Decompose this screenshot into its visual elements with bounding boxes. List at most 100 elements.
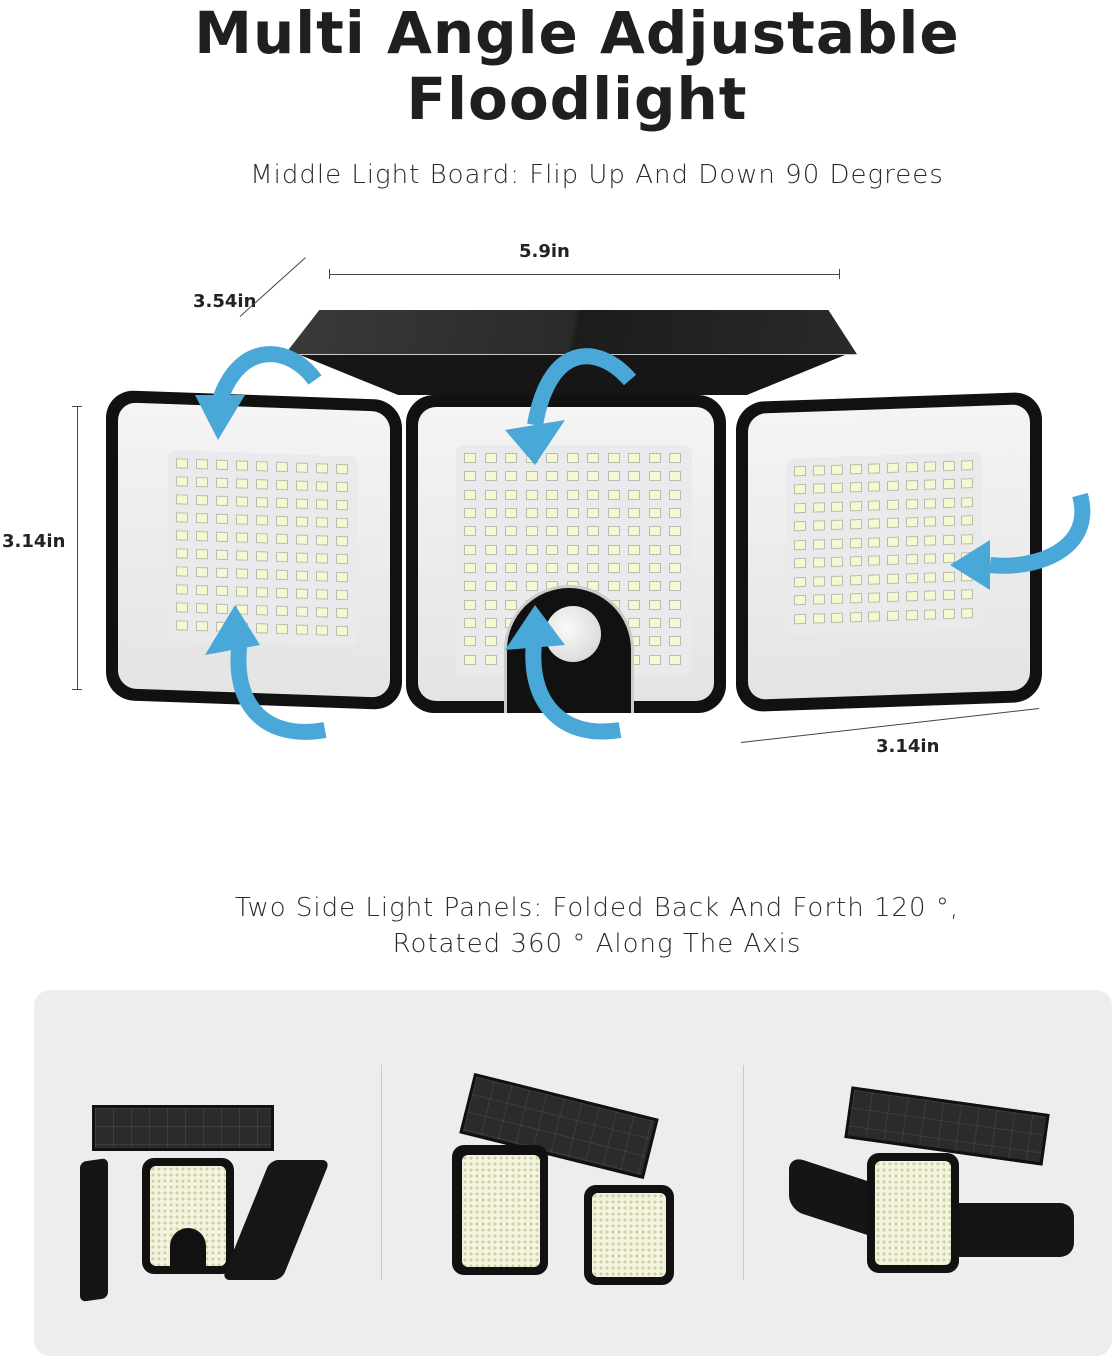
led-chip: [669, 507, 682, 518]
height-tick-bottom: [72, 689, 82, 690]
floodlight-product-image: [106, 310, 1091, 740]
led-chip: [924, 479, 937, 491]
led-chip: [794, 521, 806, 532]
led-chip: [831, 501, 844, 512]
width-label: 5.9in: [519, 241, 570, 262]
led-chip: [905, 535, 918, 547]
led-chip: [587, 507, 600, 518]
led-chip: [924, 498, 937, 509]
led-chip: [868, 537, 881, 548]
led-chip: [505, 526, 518, 537]
led-chip: [849, 519, 862, 530]
led-chip: [812, 538, 825, 550]
led-chip: [464, 471, 476, 482]
left-side-panel: [80, 1158, 108, 1302]
led-chip: [336, 553, 348, 565]
led-chip: [868, 555, 881, 566]
led-chip: [464, 581, 476, 592]
led-chip: [216, 495, 228, 507]
led-chip: [464, 507, 476, 518]
led-chip: [256, 587, 268, 598]
led-chip: [236, 586, 248, 597]
subtitle: Middle Light Board: Flip Up And Down 90 …: [250, 160, 944, 190]
led-chip: [316, 535, 328, 546]
led-chip: [505, 471, 518, 482]
led-chip: [887, 499, 899, 510]
gallery-divider: [381, 1065, 382, 1280]
led-chip: [566, 544, 579, 555]
led-chip: [849, 556, 862, 567]
led-chip: [607, 562, 620, 573]
led-chip: [176, 512, 188, 523]
led-chip: [276, 497, 288, 509]
led-chip: [812, 575, 825, 587]
led-chip: [256, 497, 268, 508]
led-chip: [216, 513, 228, 525]
led-chip: [924, 553, 937, 564]
led-chip: [961, 607, 974, 619]
led-chip: [484, 654, 497, 665]
led-chip: [812, 520, 825, 531]
led-chip: [484, 471, 497, 482]
led-chip: [316, 517, 328, 528]
led-chip: [849, 500, 862, 512]
led-chip: [628, 581, 641, 592]
led-chip: [336, 517, 348, 529]
led-chip: [484, 581, 497, 592]
led-chip: [812, 612, 825, 624]
led-chip: [607, 489, 620, 500]
led-chip: [628, 507, 641, 518]
led-chip: [546, 453, 559, 463]
led-chip: [812, 483, 825, 495]
led-chip: [525, 471, 538, 482]
led-chip: [812, 465, 825, 476]
led-chip: [607, 453, 620, 463]
led-chip: [942, 608, 955, 619]
angle-gallery: [34, 990, 1112, 1356]
led-chip: [669, 544, 682, 555]
led-chip: [464, 544, 476, 555]
led-chip: [648, 617, 661, 628]
led-chip: [887, 554, 899, 566]
led-chip: [905, 480, 918, 491]
led-chip: [831, 519, 844, 531]
led-chip: [276, 479, 288, 491]
led-chip: [961, 460, 974, 471]
led-chip: [484, 453, 497, 463]
led-chip: [648, 471, 661, 482]
led-chip: [216, 585, 228, 597]
led-chip: [566, 526, 579, 537]
led-chip: [628, 489, 641, 500]
led-chip: [236, 496, 248, 507]
led-chip: [505, 599, 518, 610]
led-chip: [276, 551, 288, 563]
led-chip: [196, 512, 208, 524]
led-array: [456, 445, 692, 675]
led-chip: [505, 489, 518, 500]
led-chip: [831, 464, 844, 476]
led-chip: [176, 530, 188, 541]
side-panel-caption: Two Side Light Panels: Folded Back And F…: [0, 890, 1114, 962]
led-chip: [296, 570, 308, 581]
led-chip: [812, 557, 825, 568]
led-chip: [628, 471, 641, 482]
led-chip: [924, 571, 937, 583]
gallery-divider: [743, 1065, 744, 1280]
led-chip: [296, 498, 308, 509]
right-side-panel: [939, 1203, 1074, 1257]
led-chip: [587, 562, 600, 573]
led-chip: [924, 461, 937, 472]
led-chip: [546, 562, 559, 573]
led-chip: [905, 609, 918, 620]
led-chip: [484, 599, 497, 610]
led-chip: [484, 507, 497, 518]
led-chip: [484, 617, 497, 628]
caption-line-1: Two Side Light Panels: Folded Back And F…: [234, 893, 960, 923]
led-chip: [464, 654, 476, 665]
title-line-1: Multi Angle Adjustable: [194, 0, 960, 67]
led-chip: [505, 581, 518, 592]
led-chip: [831, 538, 844, 549]
width-tick-right: [839, 269, 840, 279]
led-chip: [648, 599, 661, 610]
led-chip: [505, 507, 518, 518]
